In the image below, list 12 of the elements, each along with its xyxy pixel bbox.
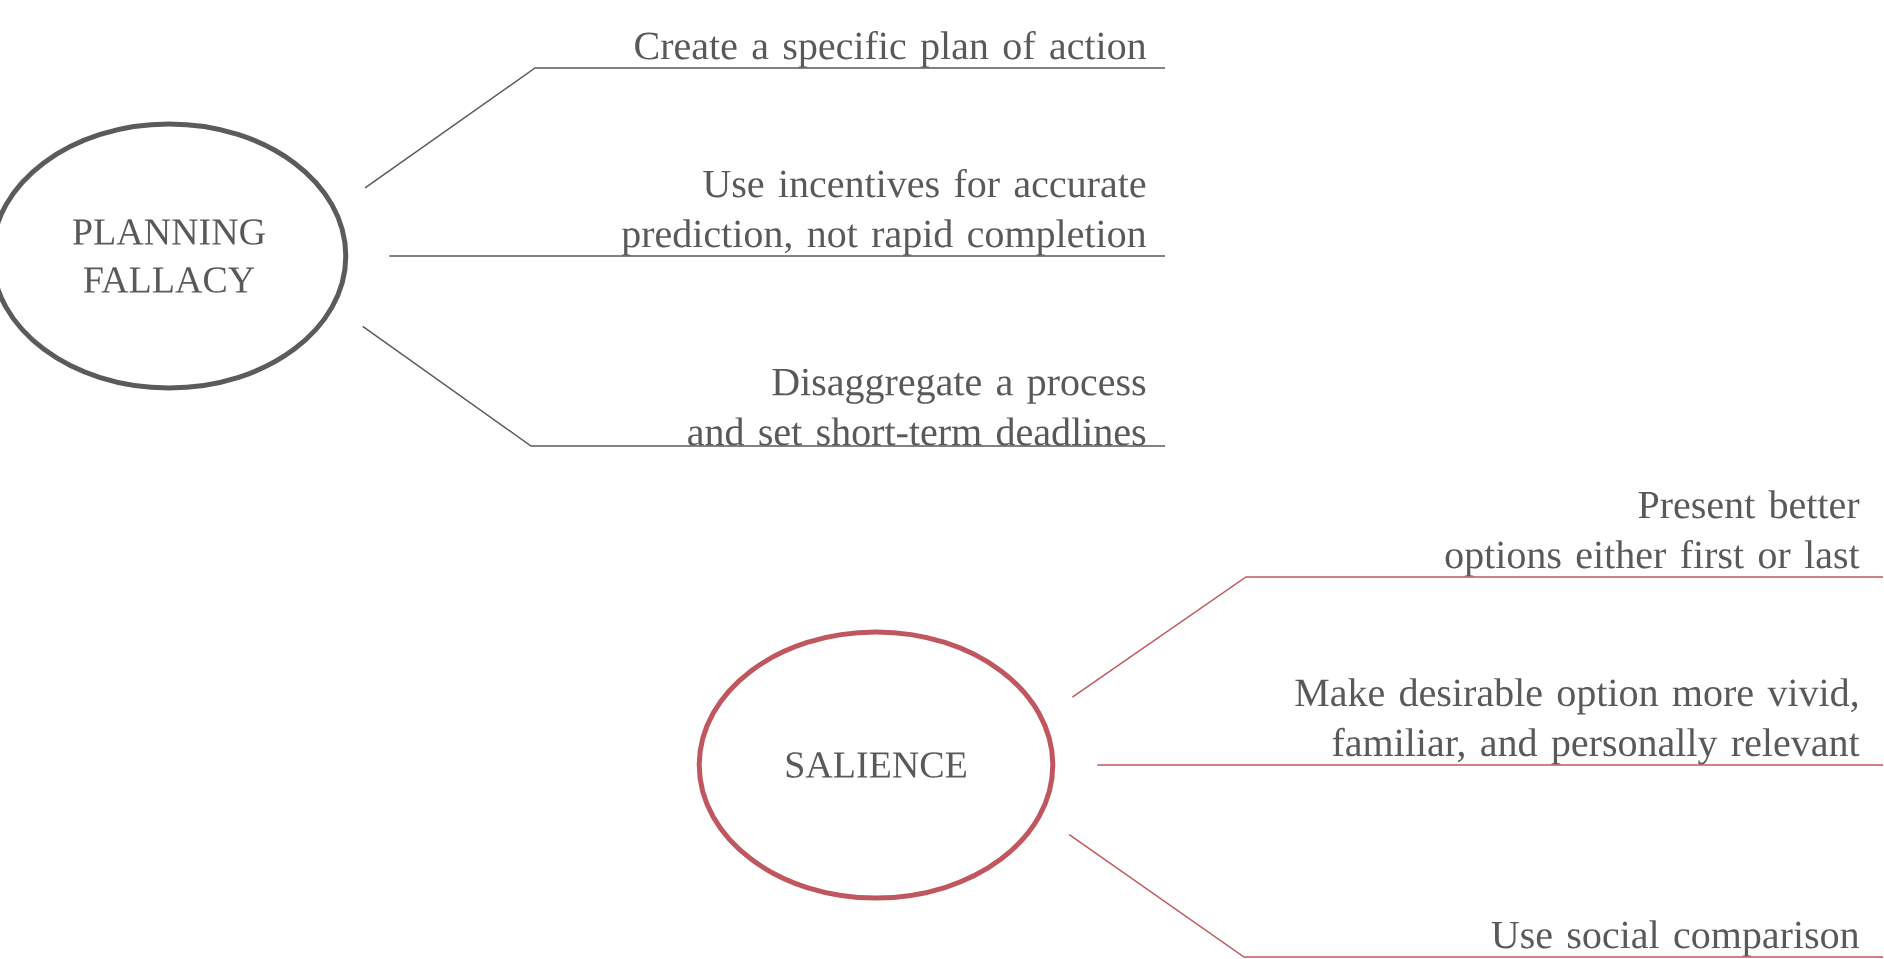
option-text: Present better options either first or last [1445, 490, 1860, 577]
option-text: Use incentives for accurate prediction, not rapid completion [621, 168, 1147, 256]
option-text: Create a specific plan of action [635, 30, 1147, 68]
option-text: Make desirable option more vivid, familiar, and personally relevant [1295, 678, 1860, 765]
branch-line [1071, 576, 1884, 698]
branch-line [1068, 834, 1884, 958]
branch-line [1096, 764, 1884, 766]
option-text: Disaggregate a process and set short-term deadlines [688, 368, 1146, 446]
option-text: Use social comparison [1491, 920, 1859, 957]
branch-line [388, 255, 1166, 257]
branch-line [362, 325, 1166, 447]
branch-line [364, 67, 1166, 189]
